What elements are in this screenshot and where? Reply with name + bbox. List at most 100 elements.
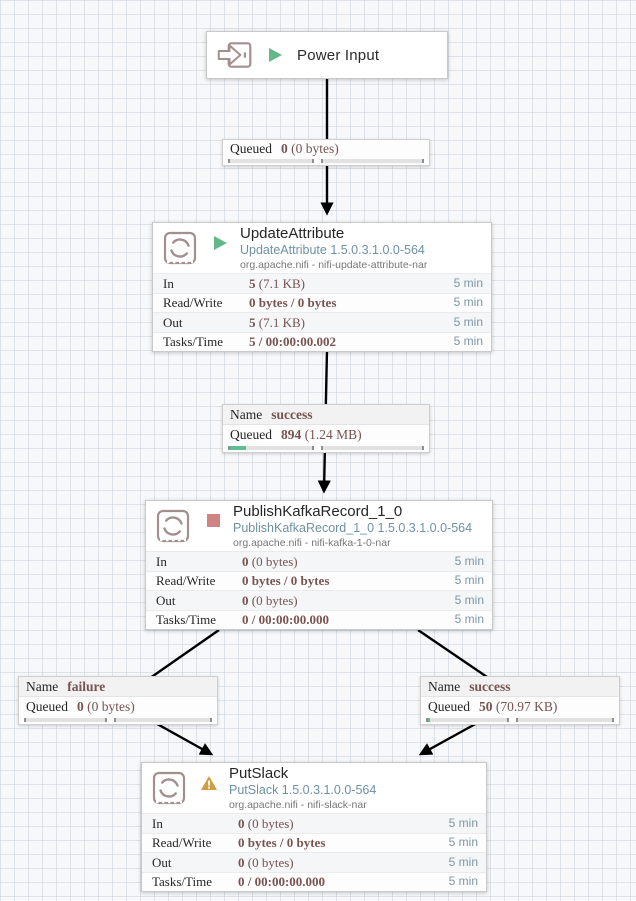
stat-window: 5 min <box>448 835 478 849</box>
input-port-title: Power Input <box>297 46 380 64</box>
stopped-status-icon <box>205 514 221 527</box>
processor-header: PutSlack PutSlack 1.5.0.3.1.0.0-564 org.… <box>142 763 486 813</box>
queued-row: Queued 0 (0 bytes) <box>19 697 217 717</box>
queued-value: 0 (0 bytes) <box>76 699 135 714</box>
queued-value: 50 (70.97 KB) <box>478 699 558 714</box>
queued-value: 0 (0 bytes) <box>280 141 339 156</box>
stat-window: 5 min <box>454 592 484 607</box>
queued-key: Queued <box>230 141 272 156</box>
queue-size-bar <box>321 446 424 450</box>
processor-title: PublishKafkaRecord_1_0 <box>233 503 403 521</box>
processor-bundle: org.apache.nifi - nifi-update-attribute-… <box>240 258 428 271</box>
stat-value: 0 (0 bytes) <box>242 553 298 569</box>
stat-row-readwrite: Read/Write 0 bytes / 0 bytes 5 min <box>153 292 491 312</box>
relationship-name: success <box>469 679 511 694</box>
stat-window: 5 min <box>448 815 478 830</box>
stat-key: In <box>152 815 163 831</box>
processor-type: UpdateAttribute 1.5.0.3.1.0.0-564 <box>240 243 425 258</box>
stat-key: Tasks/Time <box>156 612 217 627</box>
connection-label-updateattribute-to-kafka[interactable]: Name success Queued 894 (1.24 MB) <box>222 404 430 453</box>
queued-key: Queued <box>230 427 272 442</box>
stat-row-in: In 5 (7.1 KB) 5 min <box>153 273 491 293</box>
queue-size-bar <box>321 159 424 163</box>
stat-window: 5 min <box>454 553 484 568</box>
stat-window: 5 min <box>453 334 483 348</box>
stat-key: Out <box>152 854 172 870</box>
stat-key: Tasks/Time <box>163 334 224 349</box>
processor-publishkafkarecord[interactable]: PublishKafkaRecord_1_0 PublishKafkaRecor… <box>145 500 493 630</box>
stat-row-readwrite: Read/Write 0 bytes / 0 bytes 5 min <box>142 832 486 852</box>
relationship-name: success <box>271 407 313 422</box>
processor-stamp-icon <box>156 509 190 543</box>
name-row: Name success <box>421 677 619 697</box>
queue-size-bar <box>113 718 212 722</box>
warning-status-icon <box>201 776 217 790</box>
stat-value: 0 (0 bytes) <box>238 854 294 870</box>
stat-window: 5 min <box>453 295 483 309</box>
processor-title: UpdateAttribute <box>240 225 345 243</box>
stat-value: 0 / 00:00:00.000 <box>238 874 326 889</box>
queued-row: Queued 50 (70.97 KB) <box>421 697 619 717</box>
stat-key: Read/Write <box>156 573 216 588</box>
stat-row-tasks: Tasks/Time 0 / 00:00:00.000 5 min <box>142 871 486 891</box>
stat-window: 5 min <box>448 874 478 888</box>
stat-key: Out <box>163 314 183 330</box>
processor-stamp-icon <box>163 231 197 265</box>
run-status-icon <box>267 48 283 62</box>
stat-key: Read/Write <box>152 835 212 850</box>
relationship-name: failure <box>67 679 106 694</box>
queue-count-bar <box>228 446 315 450</box>
stat-key: Out <box>156 592 176 608</box>
processor-updateattribute[interactable]: UpdateAttribute UpdateAttribute 1.5.0.3.… <box>152 222 492 352</box>
stat-value: 5 (7.1 KB) <box>249 314 305 330</box>
stat-row-out: Out 0 (0 bytes) 5 min <box>146 590 492 610</box>
queue-capacity-bars <box>19 717 217 724</box>
queued-value: 894 (1.24 MB) <box>280 427 362 442</box>
name-key: Name <box>428 679 461 694</box>
processor-bundle: org.apache.nifi - nifi-slack-nar <box>229 798 367 811</box>
stat-row-tasks: Tasks/Time 0 / 00:00:00.000 5 min <box>146 609 492 629</box>
queue-capacity-bars <box>421 717 619 724</box>
stat-window: 5 min <box>454 612 484 626</box>
name-key: Name <box>26 679 59 694</box>
connection-label-kafka-failure[interactable]: Name failure Queued 0 (0 bytes) <box>18 676 218 725</box>
queued-key: Queued <box>26 699 68 714</box>
stat-key: In <box>156 553 167 569</box>
stat-row-in: In 0 (0 bytes) 5 min <box>142 813 486 833</box>
connection-label-kafka-success[interactable]: Name success Queued 50 (70.97 KB) <box>420 676 620 725</box>
queued-key: Queued <box>428 699 470 714</box>
stat-value: 5 (7.1 KB) <box>249 275 305 291</box>
queue-count-bar <box>426 718 509 722</box>
stat-value: 0 bytes / 0 bytes <box>238 835 326 850</box>
stat-row-out: Out 0 (0 bytes) 5 min <box>142 852 486 872</box>
name-key: Name <box>230 407 263 422</box>
processor-title: PutSlack <box>229 765 289 783</box>
processor-type: PutSlack 1.5.0.3.1.0.0-564 <box>229 783 377 798</box>
processor-stamp-icon <box>152 771 186 805</box>
queue-capacity-bars <box>223 445 429 452</box>
queue-capacity-bars <box>223 158 429 165</box>
stat-value: 0 (0 bytes) <box>242 592 298 608</box>
run-status-icon <box>212 236 228 250</box>
stat-value: 0 (0 bytes) <box>238 815 294 831</box>
queued-row: Queued 0 (0 bytes) <box>223 140 429 158</box>
stat-key: Tasks/Time <box>152 874 213 889</box>
stat-window: 5 min <box>453 314 483 329</box>
stat-value: 0 / 00:00:00.000 <box>242 612 330 627</box>
processor-bundle: org.apache.nifi - nifi-kafka-1-0-nar <box>233 536 391 549</box>
input-port-icon <box>217 42 252 68</box>
queue-count-bar <box>24 718 107 722</box>
stat-value: 0 bytes / 0 bytes <box>249 295 337 310</box>
queue-count-bar <box>228 159 315 163</box>
connection-label-port-to-updateattribute[interactable]: Queued 0 (0 bytes) <box>222 139 430 166</box>
stat-window: 5 min <box>448 854 478 869</box>
stat-row-readwrite: Read/Write 0 bytes / 0 bytes 5 min <box>146 570 492 590</box>
stat-window: 5 min <box>453 275 483 290</box>
processor-putslack[interactable]: PutSlack PutSlack 1.5.0.3.1.0.0-564 org.… <box>141 762 487 892</box>
processor-header: PublishKafkaRecord_1_0 PublishKafkaRecor… <box>146 501 492 551</box>
name-row: Name success <box>223 405 429 425</box>
processor-header: UpdateAttribute UpdateAttribute 1.5.0.3.… <box>153 223 491 273</box>
input-port-power-input[interactable]: Power Input <box>206 31 448 79</box>
processor-type: PublishKafkaRecord_1_0 1.5.0.3.1.0.0-564 <box>233 521 473 536</box>
